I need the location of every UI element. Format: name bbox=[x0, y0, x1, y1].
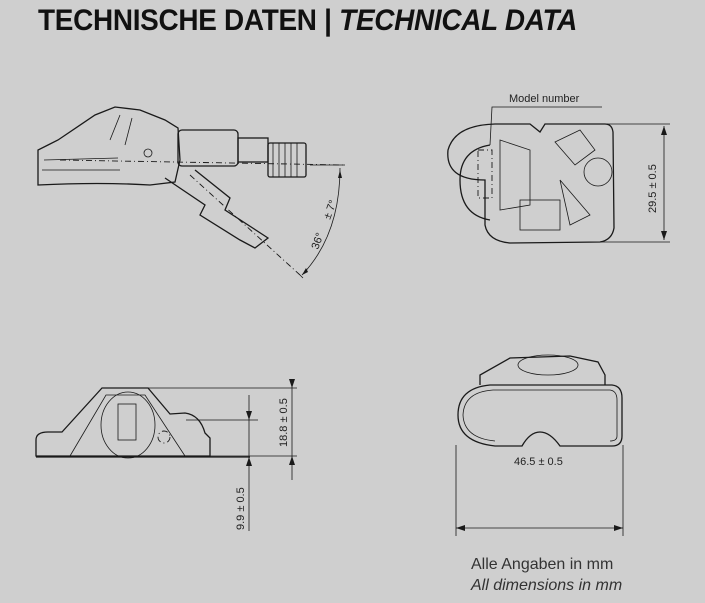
offset-dimension: 9.9 ± 0.5 bbox=[235, 487, 247, 530]
base-view-drawing: 18.8 ± 0.5 9.9 ± 0.5 bbox=[35, 379, 297, 531]
front-view-drawing: Model number 29.5 ± 0.5 bbox=[447, 93, 670, 244]
width-dimension: 46.5 ± 0.5 bbox=[514, 456, 563, 468]
title-german: TECHNISCHE DATEN bbox=[38, 4, 317, 37]
front-height-dimension: 29.5 ± 0.5 bbox=[647, 164, 659, 213]
page-title: TECHNISCHE DATEN | TECHNICAL DATA bbox=[38, 4, 577, 38]
angle-tolerance-label: ± 7° bbox=[322, 198, 340, 221]
angle-label: 36° bbox=[310, 231, 327, 251]
title-separator: | bbox=[324, 4, 332, 37]
units-note-german: Alle Angaben in mm bbox=[471, 556, 614, 573]
model-number-callout: Model number bbox=[509, 93, 580, 105]
side-view-drawing: 36° ± 7° bbox=[37, 106, 346, 279]
units-note-english: All dimensions in mm bbox=[471, 577, 623, 594]
base-height-dimension: 18.8 ± 0.5 bbox=[278, 398, 290, 447]
top-view-drawing: 46.5 ± 0.5 bbox=[455, 354, 624, 536]
title-english: TECHNICAL DATA bbox=[339, 4, 578, 37]
